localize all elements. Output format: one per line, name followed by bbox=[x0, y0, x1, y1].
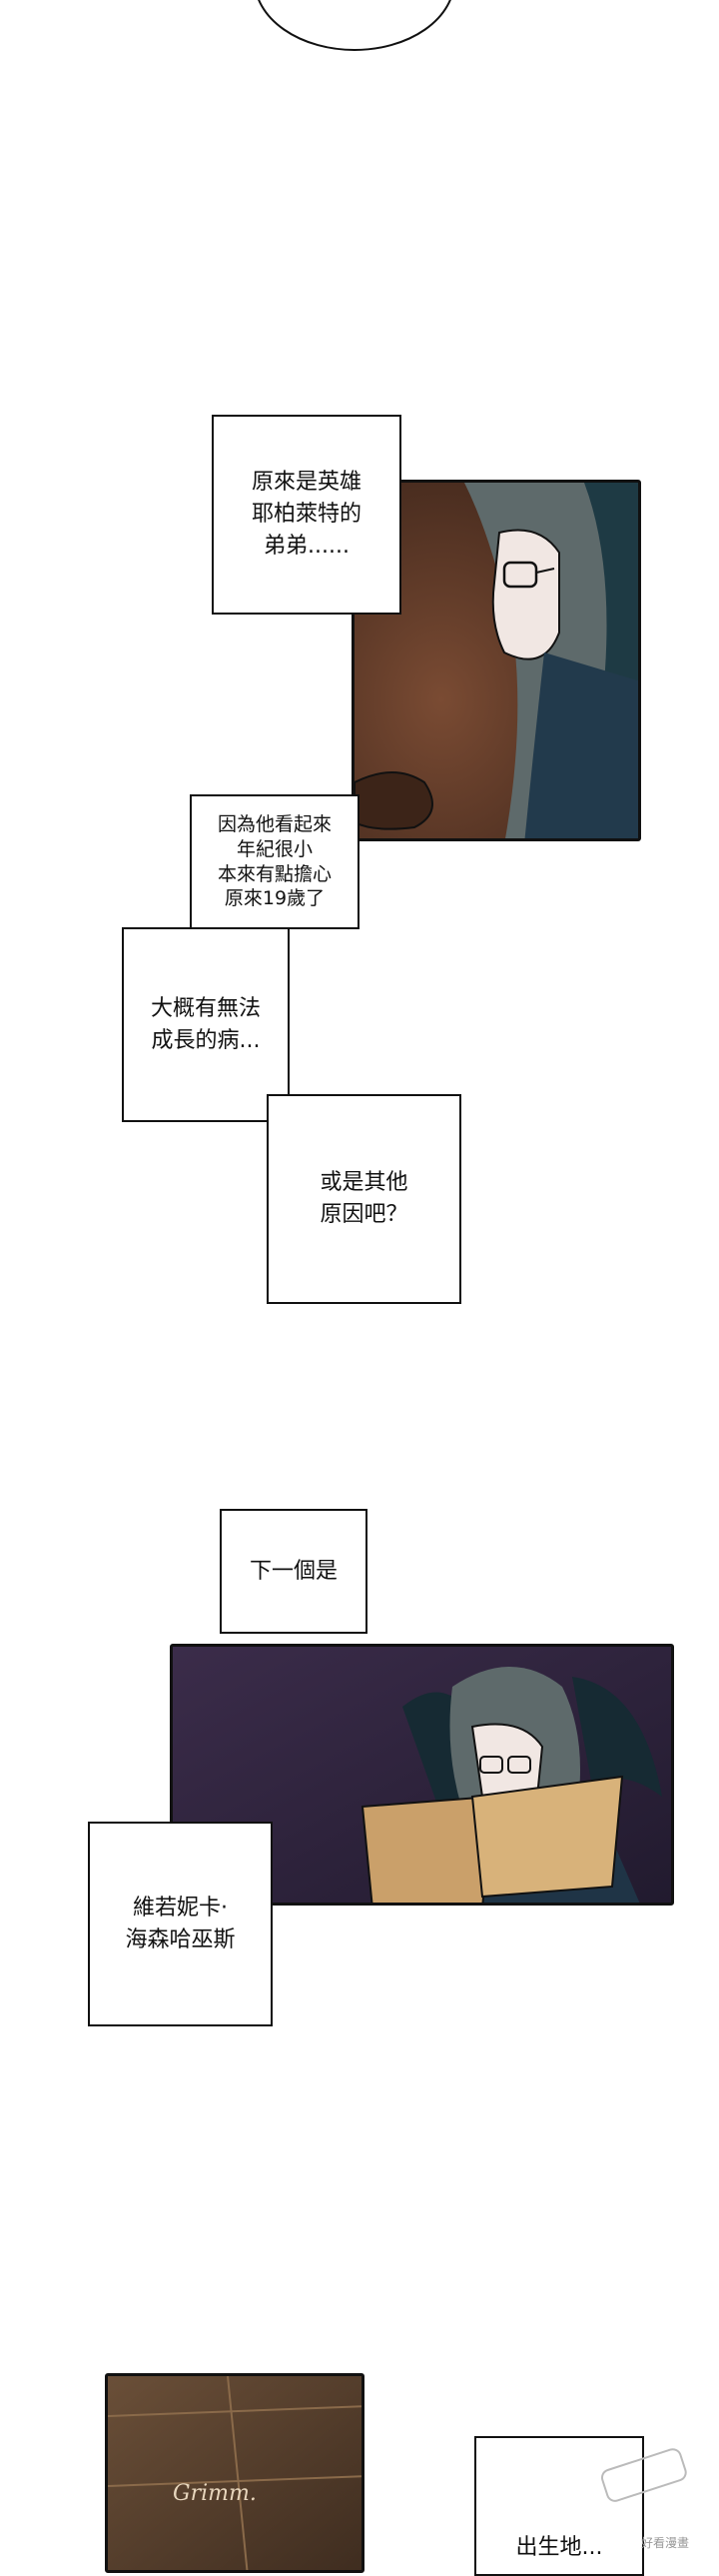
character-glasses-illustration bbox=[355, 483, 638, 838]
panel-document: Grimm. bbox=[105, 2373, 364, 2573]
caption-box-1: 原來是英雄 耶柏萊特的 弟弟...... bbox=[212, 415, 401, 615]
watermark-text: 好看漫畫 bbox=[641, 2536, 690, 2550]
dm5-logo-shape bbox=[600, 2448, 687, 2502]
panel-character-glasses bbox=[352, 480, 641, 841]
caption-box-2: 因為他看起來 年紀很小 本來有點擔心 原來19歲了 bbox=[190, 794, 360, 929]
dm5-logo bbox=[594, 2440, 694, 2511]
caption-box-6: 維若妮卡· 海森哈巫斯 bbox=[88, 1822, 273, 2026]
caption-box-5: 下一個是 bbox=[220, 1509, 367, 1634]
top-speech-bubble bbox=[258, 0, 451, 51]
caption-box-4: 或是其他 原因吧？ bbox=[267, 1094, 461, 1304]
caption-box-3: 大概有無法 成長的病... bbox=[122, 927, 290, 1122]
document-illustration bbox=[108, 2376, 361, 2570]
document-handwriting: Grimm. bbox=[173, 2481, 257, 2506]
